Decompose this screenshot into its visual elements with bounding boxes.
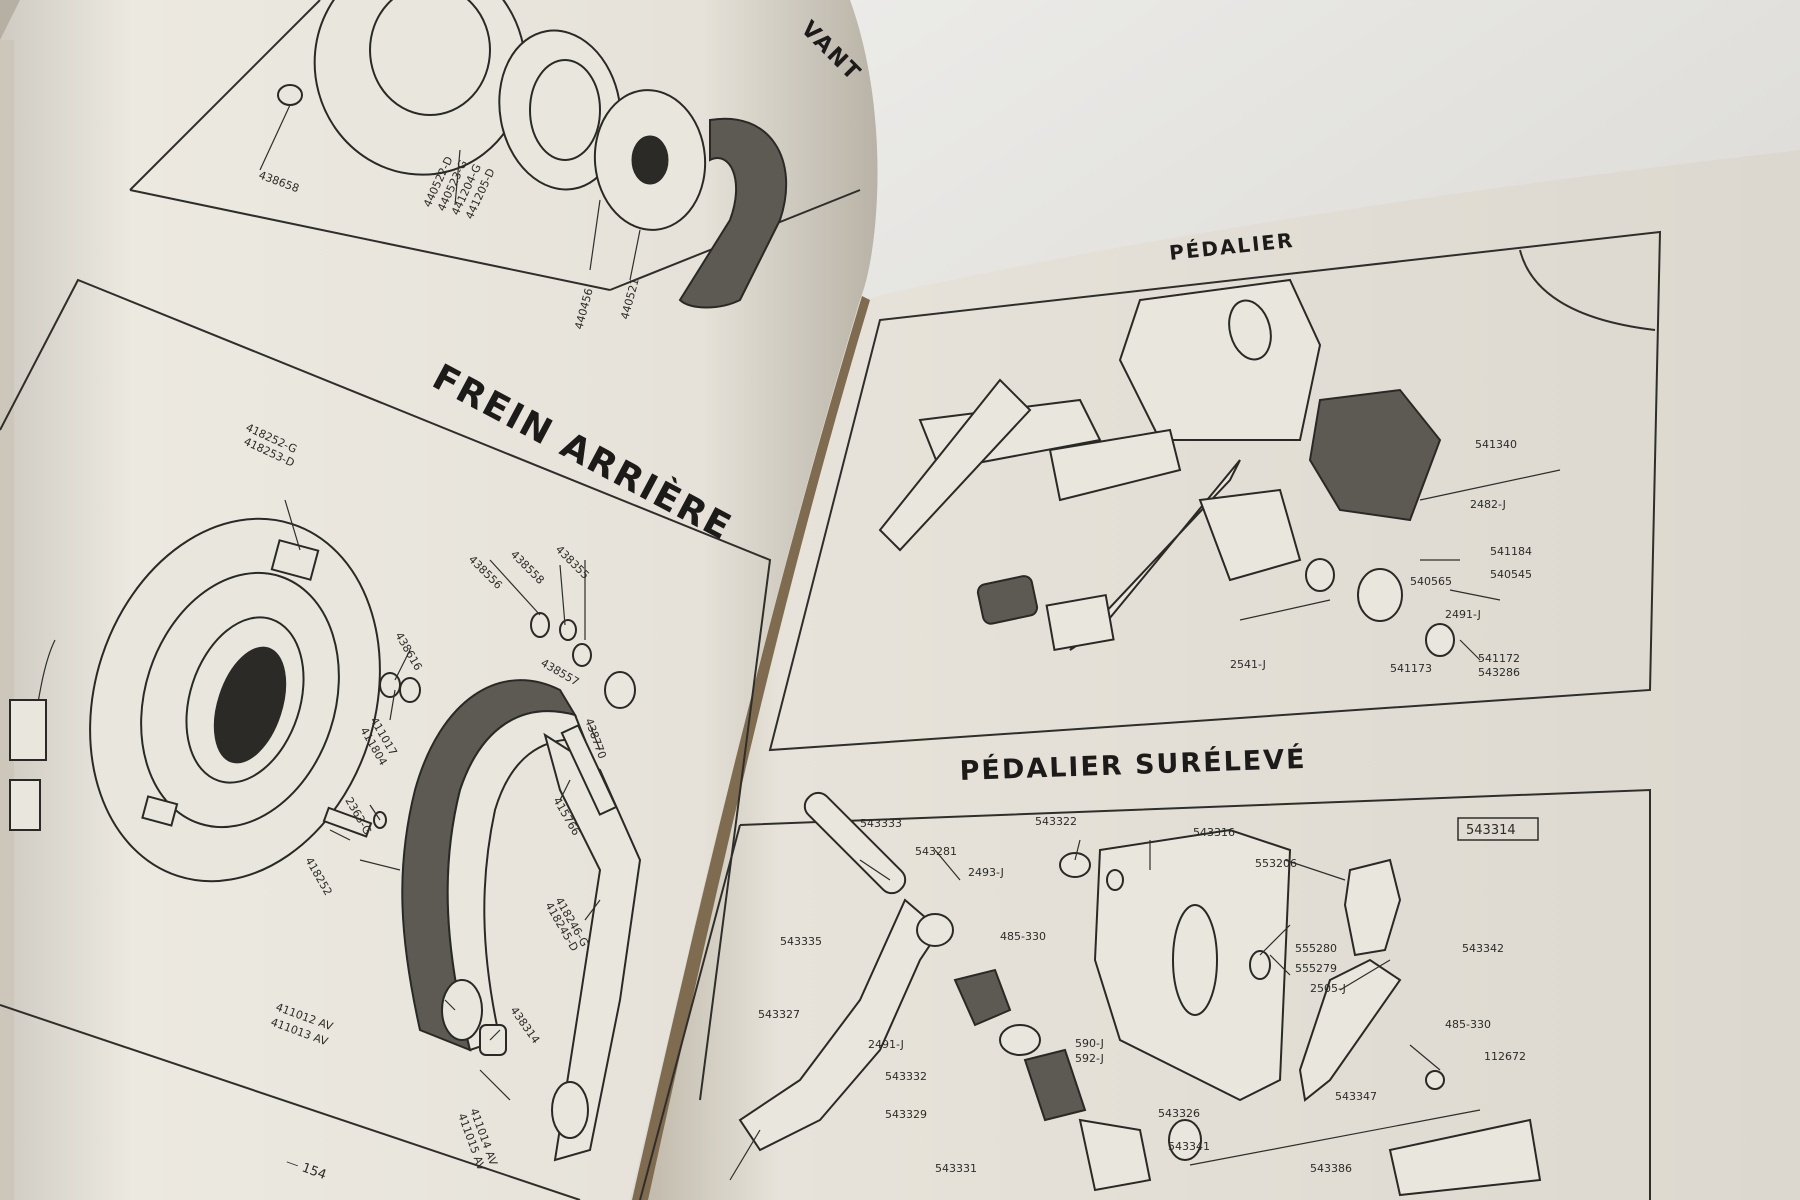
box-label-frame xyxy=(1457,817,1539,841)
part-number-label: 555280 xyxy=(1295,942,1337,955)
part-number-label: 485-330 xyxy=(1445,1018,1491,1031)
part-number-label: 541340 xyxy=(1475,438,1517,451)
part-number-label: 543327 xyxy=(758,1008,800,1021)
part-number-label: 543386 xyxy=(1310,1162,1352,1175)
part-number-label: 543332 xyxy=(885,1070,927,1083)
part-number-label: 541172 xyxy=(1478,652,1520,665)
left-page xyxy=(0,0,878,1200)
part-number-label: 543286 xyxy=(1478,666,1520,679)
part-number-label: 2505-J xyxy=(1310,982,1346,995)
part-number-label: 2491-J xyxy=(1445,608,1481,621)
part-number-label: 543335 xyxy=(780,935,822,948)
part-number-label: 543341 xyxy=(1168,1140,1210,1153)
part-number-label: 543326 xyxy=(1158,1107,1200,1120)
part-number-label: 590-J xyxy=(1075,1037,1104,1050)
pedalier-labels: 541184 540545 540565 541172 543286 54117… xyxy=(1230,438,1532,679)
part-number-label: 543329 xyxy=(885,1108,927,1121)
part-number-label: 543322 xyxy=(1035,815,1077,828)
part-number-label: 543342 xyxy=(1462,942,1504,955)
part-number-label: 543316 xyxy=(1193,826,1235,839)
part-number-label: 541173 xyxy=(1390,662,1432,675)
part-number-label: 112672 xyxy=(1484,1050,1526,1063)
part-number-label: 543281 xyxy=(915,845,957,858)
part-number-label: 543347 xyxy=(1335,1090,1377,1103)
box-label: 543314 xyxy=(1466,823,1516,838)
part-number-label: 543331 xyxy=(935,1162,977,1175)
part-number-label: 485-330 xyxy=(1000,930,1046,943)
part-number-label: 543333 xyxy=(860,817,902,830)
part-number-label: 555279 xyxy=(1295,962,1337,975)
part-number-label: 2482-J xyxy=(1470,498,1506,511)
part-number-label: 2491-J xyxy=(868,1038,904,1051)
book-spine xyxy=(632,296,870,1200)
part-number-label: 553206 xyxy=(1255,857,1297,870)
part-number-label: 540565 xyxy=(1410,575,1452,588)
part-number-label: 592-J xyxy=(1075,1052,1104,1065)
pedalier-sureleve-labels: 543333 543322 543316 553206 543281 2493-… xyxy=(758,815,1526,1175)
part-number-label: 541184 xyxy=(1490,545,1532,558)
part-number-label: 2541-J xyxy=(1230,658,1266,671)
part-number-label: 540545 xyxy=(1490,568,1532,581)
right-page-content: PÉDALIER 541184 540545 540565 541172 543… xyxy=(639,228,1662,1200)
part-number-label: 2493-J xyxy=(968,866,1004,879)
